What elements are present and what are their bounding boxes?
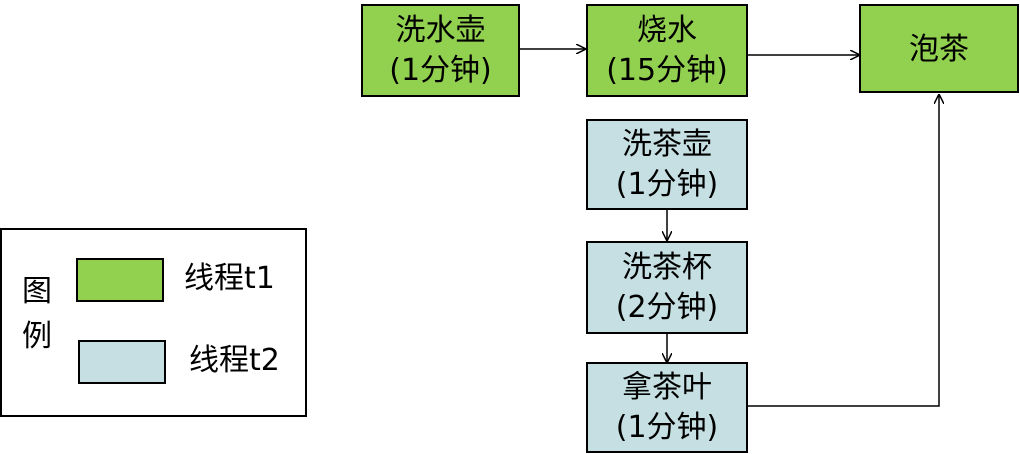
node-wash-cups: 洗茶杯 (2分钟)	[586, 241, 748, 334]
node-boil-water-task: 烧水	[637, 12, 697, 48]
node-wash-cups-duration: (2分钟)	[615, 289, 719, 325]
legend-label-thread1: 线程t1	[184, 261, 275, 296]
node-wash-kettle-duration: (1分钟)	[389, 52, 492, 88]
node-make-tea: 泡茶	[859, 4, 1019, 93]
legend-title-top: 图	[22, 274, 52, 309]
node-wash-teapot-duration: (1分钟)	[615, 166, 719, 202]
node-wash-teapot-task: 洗茶壶	[622, 126, 712, 162]
node-get-tea-duration: (1分钟)	[615, 409, 719, 445]
node-wash-kettle-task: 洗水壶	[395, 12, 486, 48]
legend-swatch-thread2	[78, 340, 166, 384]
node-boil-water-duration: (15分钟)	[606, 52, 728, 88]
node-make-tea-task: 泡茶	[909, 32, 969, 67]
legend-title-bottom: 例	[22, 319, 52, 354]
legend-swatch-thread1	[76, 258, 164, 302]
node-boil-water: 烧水 (15分钟)	[586, 4, 748, 97]
node-get-tea-task: 拿茶叶	[622, 369, 712, 405]
node-wash-kettle: 洗水壶 (1分钟)	[361, 4, 520, 97]
legend: 图 例 线程t1 线程t2	[0, 228, 307, 417]
node-wash-teapot: 洗茶壶 (1分钟)	[586, 119, 748, 210]
arrow-get-tea-to-make-tea	[748, 95, 939, 407]
node-wash-cups-task: 洗茶杯	[622, 249, 712, 285]
legend-label-thread2: 线程t2	[189, 343, 280, 378]
node-get-tea: 拿茶叶 (1分钟)	[586, 362, 748, 453]
